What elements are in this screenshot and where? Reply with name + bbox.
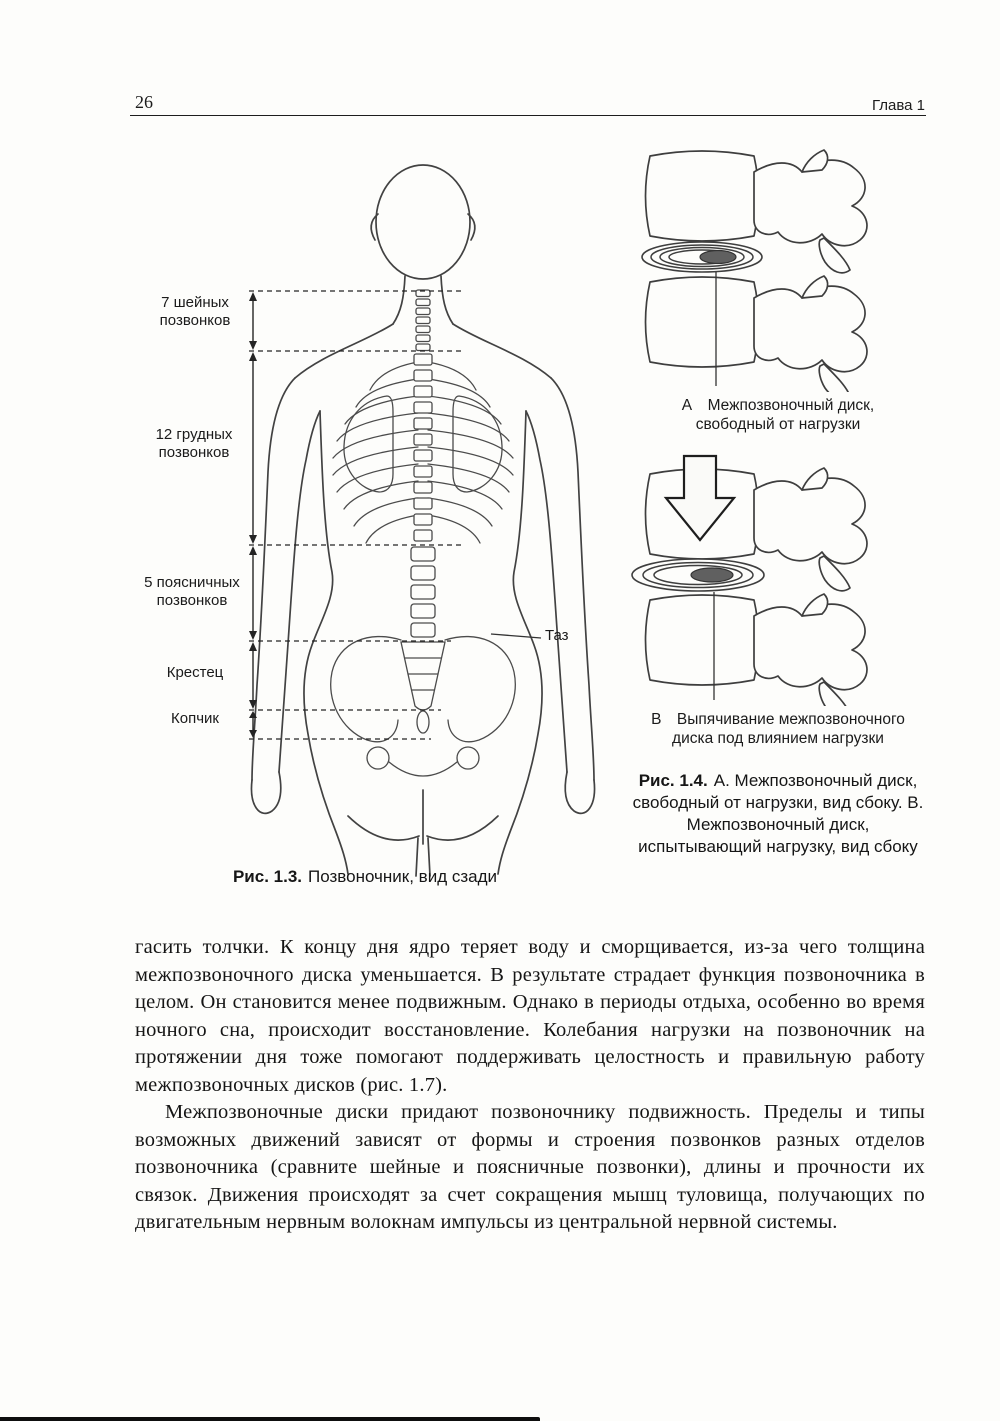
label-sacrum: Крестец <box>166 664 224 681</box>
body-text: гасить толчки. К концу дня ядро теряет в… <box>135 934 925 1237</box>
scan-edge-artifact <box>0 1417 540 1421</box>
disc-loaded-drawing <box>631 454 868 706</box>
figure-1-3-caption: Рис. 1.3. Позвоночник, вид сзади <box>135 866 595 888</box>
figure-1-4-caption-number: Рис. 1.4. <box>638 771 708 790</box>
label-cervical-vertebrae: 7 шейных позвонков <box>159 294 231 329</box>
label-coccyx: Копчик <box>171 710 219 727</box>
spine-rear-view-drawing <box>249 164 596 877</box>
figure-1-4: А Межпозвоночный диск, свободный от нагр… <box>628 140 928 900</box>
running-head-chapter: Глава 1 <box>871 97 925 114</box>
figure-1-4-caption-text: А. Межпозвоночный диск, свободный от наг… <box>632 771 924 856</box>
paragraph-2: Межпозвоночные диски придают позвоночник… <box>135 1101 925 1233</box>
page-number: 26 <box>135 92 153 112</box>
figure-1-3-caption-text: Позвоночник, вид сзади <box>308 867 498 886</box>
figure-1-4-caption: Рис. 1.4.А. Межпозвоночный диск, свободн… <box>628 770 928 858</box>
label-lumbar-vertebrae: 5 поясничных позвонков <box>144 574 240 609</box>
figure-1-3: 7 шейных позвонков 12 грудных позвонков … <box>135 140 615 900</box>
figure-1-3-caption-number: Рис. 1.3. <box>232 867 303 886</box>
label-thoracic-vertebrae: 12 грудных позвонков <box>155 426 233 461</box>
paragraph-1: гасить толчки. К концу дня ядро теряет в… <box>135 936 925 1096</box>
label-disc-unloaded: А Межпозвоночный диск, свободный от нагр… <box>681 397 875 433</box>
disc-unloaded-drawing <box>641 149 868 392</box>
header-rule <box>130 115 926 116</box>
load-arrow-icon <box>663 454 737 542</box>
label-pelvis: Таз <box>545 627 569 644</box>
label-disc-loaded: В Выпячивание межпозвоночного диска под … <box>651 711 905 747</box>
